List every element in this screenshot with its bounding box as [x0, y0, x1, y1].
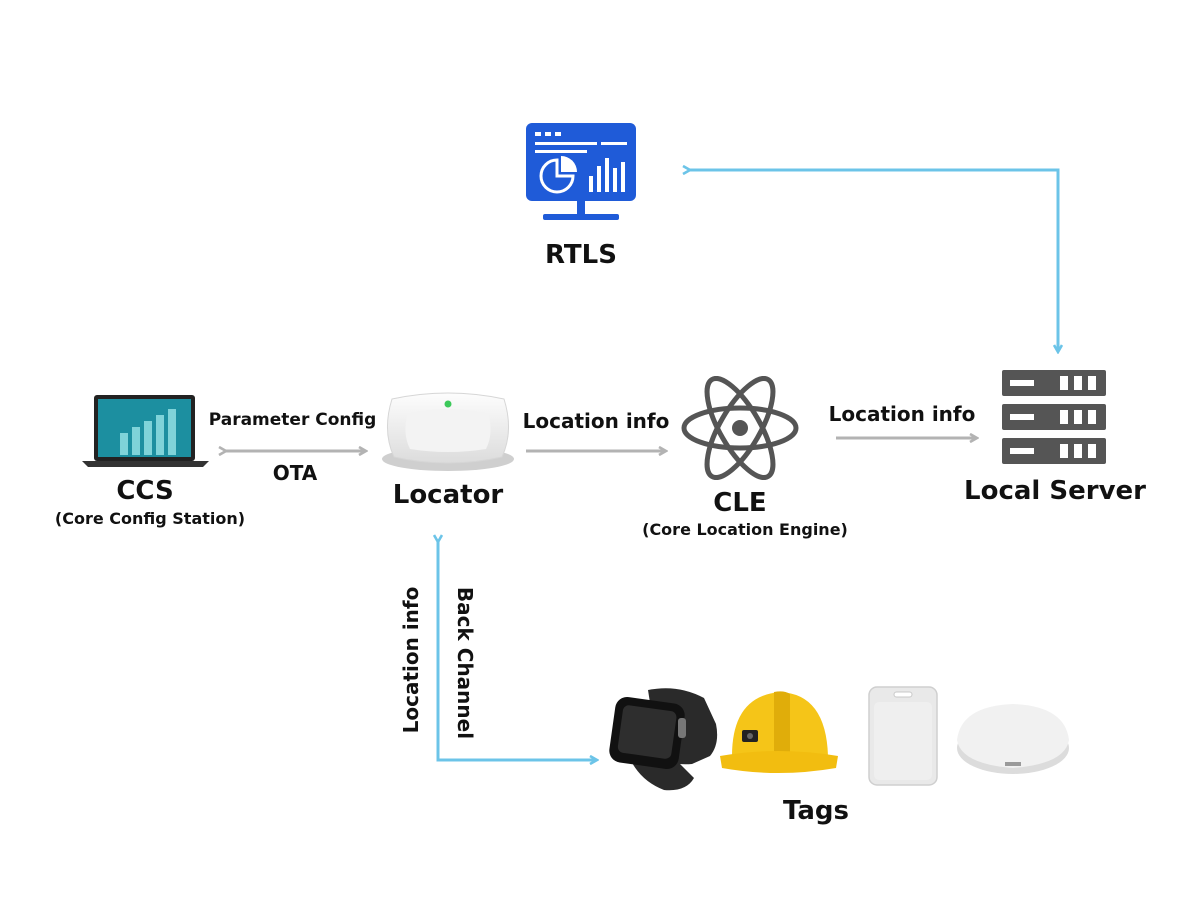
server-rack-icon [1002, 370, 1106, 464]
edge-label-back-channel: Back Channel [453, 586, 477, 740]
server-title: Local Server [964, 476, 1146, 506]
ccs-title: CCS [116, 476, 174, 506]
puck-tag-icon [957, 704, 1069, 774]
edge-label-cle-server: Location info [828, 402, 976, 426]
dashboard-monitor-icon [526, 123, 636, 220]
rtls-title: RTLS [545, 240, 617, 270]
edge-label-tags-location-info: Location info [399, 586, 423, 734]
tags-title: Tags [782, 796, 849, 826]
cle-title: CLE [713, 488, 767, 518]
helmet-tag-icon [720, 691, 838, 773]
locator-title: Locator [392, 480, 504, 510]
cle-subtitle: (Core Location Engine) [642, 520, 848, 539]
watch-tag-icon [609, 688, 718, 791]
edge-label-locator-cle: Location info [522, 409, 670, 433]
link-rtls-server [690, 170, 1058, 352]
link-tags-locator [438, 542, 597, 760]
edge-label-parameter-config: Parameter Config [208, 410, 377, 430]
card-tag-icon [868, 686, 938, 786]
atom-icon [681, 376, 799, 480]
edge-label-ota: OTA [272, 461, 318, 485]
ccs-subtitle: (Core Config Station) [54, 509, 246, 528]
laptop-chart-icon [82, 395, 209, 467]
locator-device-icon [382, 392, 514, 471]
